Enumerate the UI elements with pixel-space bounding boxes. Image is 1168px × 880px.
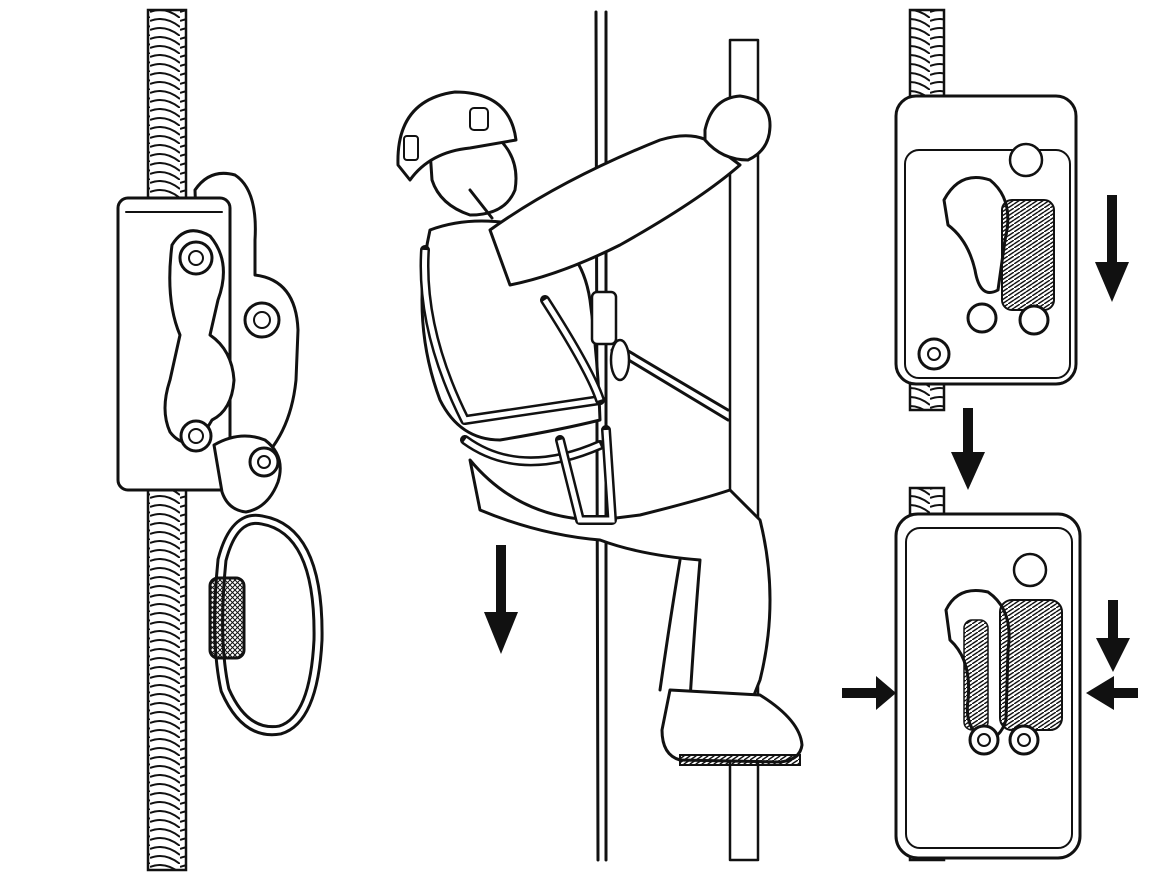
rope-grab-mini (590, 290, 618, 346)
rope-thin (594, 10, 600, 862)
arrow-inward-icon (1086, 676, 1138, 710)
device-detail (116, 8, 324, 872)
arrow-down-icon (1095, 195, 1129, 302)
climber-boots (660, 688, 804, 764)
chin-strap (468, 188, 494, 220)
climber-hand (703, 94, 772, 162)
rope-grab-locked-state (842, 486, 1138, 862)
spring-teeth-open (1001, 199, 1055, 311)
safety-harness (419, 245, 617, 525)
climber-arm (488, 134, 742, 287)
worker-scene (396, 10, 804, 862)
pivot-bolt-bottom (179, 419, 213, 453)
arrow-down-icon (951, 408, 985, 490)
cam-lever (163, 229, 236, 445)
pivot-bolt-top (178, 240, 214, 276)
arrow-down-icon (1096, 600, 1130, 672)
screw-gate-sleeve (208, 576, 246, 660)
arrow-inward-icon (842, 676, 896, 710)
spring-teeth-locked (999, 599, 1063, 731)
carabiner (208, 513, 324, 737)
climber-legs (468, 458, 772, 702)
rope-grab-open-state (894, 8, 1129, 412)
arrow-down-icon (484, 545, 518, 654)
pivot-bolt-right (243, 301, 281, 339)
